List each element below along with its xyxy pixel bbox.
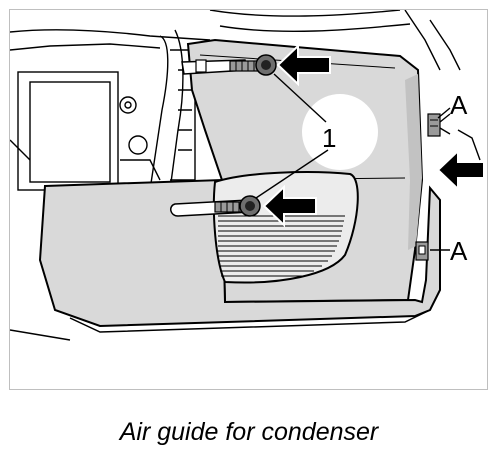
- air-guide-part: [38, 38, 451, 333]
- lower-bolt: [214, 195, 261, 217]
- figure-caption: Air guide for condenser: [119, 418, 379, 446]
- arrow-left-icon: [436, 148, 485, 192]
- side-connector-bottom: [415, 241, 429, 261]
- diagram-frame: 1 A A: [9, 9, 488, 390]
- arrow-icons: [262, 43, 485, 228]
- air-guide-lower-body: [38, 178, 441, 328]
- arrow-left-icon: [276, 43, 331, 87]
- side-connector-top: [427, 113, 451, 137]
- air-guide-side-shadow: [405, 74, 422, 250]
- arrow-left-icon: [262, 184, 317, 228]
- upper-bolt: [229, 54, 277, 76]
- callout-highlight-circle: [302, 94, 378, 170]
- callout-label-connector-a-bottom: A: [450, 236, 468, 266]
- leader-lines: [255, 73, 451, 251]
- callout-label-part-1: 1: [322, 123, 337, 153]
- callout-label-connector-a-top: A: [450, 90, 468, 120]
- diagram-illustration: [10, 10, 485, 341]
